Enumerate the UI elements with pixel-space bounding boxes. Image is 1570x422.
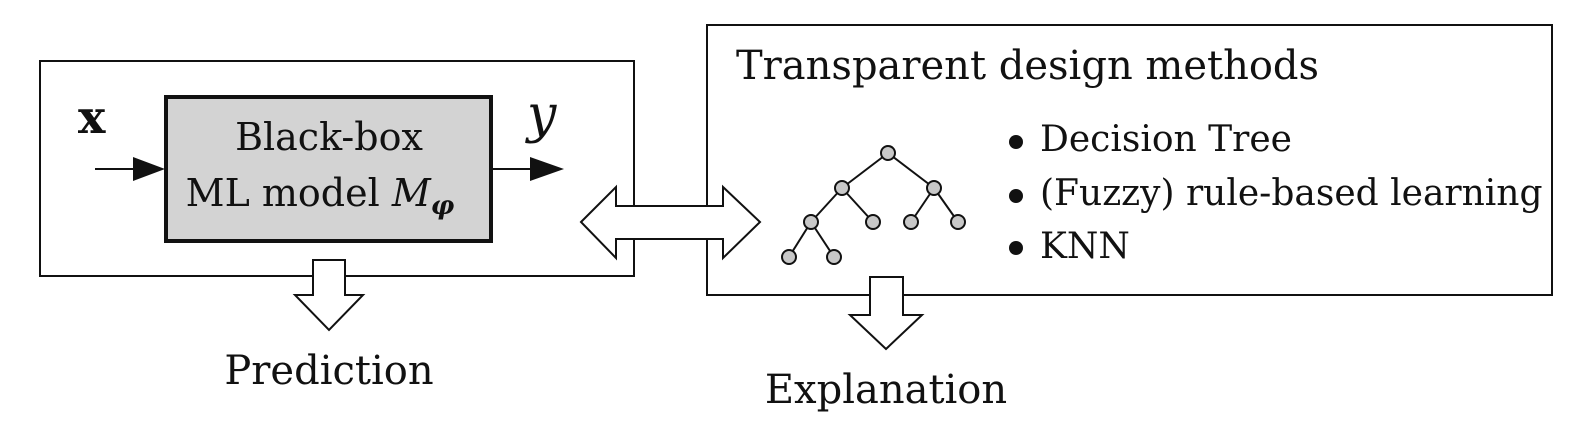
blackbox-label-line1: Black-box bbox=[235, 115, 423, 159]
method-item: (Fuzzy) rule-based learning bbox=[1040, 173, 1543, 214]
decision-tree-icon bbox=[781, 145, 966, 265]
prediction-label: Prediction bbox=[224, 348, 433, 394]
bullet-icon bbox=[1009, 189, 1023, 203]
explanation-arrow-icon bbox=[847, 276, 925, 351]
output-arrowhead-icon bbox=[530, 157, 564, 181]
explanation-label: Explanation bbox=[765, 367, 1007, 413]
blackbox-model-subscript: φ bbox=[431, 191, 455, 221]
output-symbol: y bbox=[525, 85, 557, 145]
input-symbol: x bbox=[78, 90, 106, 144]
transparent-methods-title: Transparent design methods bbox=[736, 43, 1319, 89]
blackbox-model-box bbox=[164, 95, 493, 243]
method-item: KNN bbox=[1040, 226, 1130, 267]
blackbox-label-line2: ML model Mφ bbox=[186, 171, 455, 221]
blackbox-label-prefix: ML model bbox=[186, 171, 392, 215]
bullet-icon bbox=[1009, 241, 1023, 255]
blackbox-model-symbol: M bbox=[391, 171, 432, 215]
input-arrowhead-icon bbox=[133, 157, 165, 181]
prediction-arrow-icon bbox=[292, 259, 366, 332]
transparent-methods-box bbox=[706, 24, 1553, 296]
method-item: Decision Tree bbox=[1040, 119, 1292, 160]
bullet-icon bbox=[1009, 135, 1023, 149]
double-arrow-icon bbox=[579, 184, 762, 261]
